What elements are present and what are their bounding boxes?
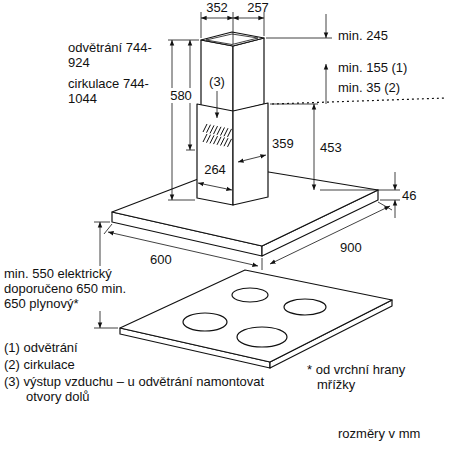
lower-chimney [197, 103, 268, 205]
dimension-label: 900 [340, 240, 362, 255]
dimension-label: min. 35 (2) [338, 80, 400, 95]
dimension-label: 264 [204, 162, 226, 177]
dimension-label: 600 [150, 252, 172, 267]
legend-note: (1) odvětrání [4, 340, 226, 355]
footnote: * od vrchní hrany mřížky [307, 362, 447, 392]
dimension-label: min. 245 [338, 28, 388, 43]
grille-slot [207, 135, 211, 143]
grille-slot [228, 129, 232, 137]
grille-slot [221, 138, 225, 146]
grille-slot [224, 128, 228, 136]
air-outlet-grille [203, 124, 232, 147]
legend-note: (3) výstup vzduchu – u odvětrání namonto… [4, 374, 278, 404]
dimension-label: 257 [247, 0, 269, 15]
units-note: rozměry v mm [338, 426, 420, 441]
grille-slot [217, 127, 221, 135]
ceiling-line [272, 98, 446, 104]
dimension-label: min. 155 (1) [338, 60, 407, 75]
grille-slot [214, 136, 218, 144]
dimension-label: 352 [206, 0, 228, 15]
grille-slot [203, 124, 207, 132]
grille-slot [214, 126, 218, 134]
grille-slot [207, 125, 211, 133]
grille-slot [210, 125, 214, 133]
legend-note: (2) cirkulace [4, 357, 226, 372]
dimension-label: 359 [272, 136, 294, 151]
grille-slot [224, 138, 228, 146]
grille-slot [203, 134, 207, 142]
callout-number: (3) [209, 74, 225, 89]
clearance-note: min. 550 elektrický doporučeno 650 min. … [4, 266, 132, 311]
dimension-label: 46 [402, 188, 416, 203]
hob [120, 270, 392, 368]
grille-slot [221, 128, 225, 136]
upper-chimney [201, 32, 264, 112]
dimension-lines [94, 12, 400, 328]
grille-slot [217, 137, 221, 145]
dimension-label: odvětrání 744-924 [68, 40, 158, 70]
dimension-label: cirkulace 744-1044 [68, 76, 158, 106]
dimension-label: 580 [170, 88, 192, 103]
grille-slot [210, 135, 214, 143]
grille-slot [228, 139, 232, 147]
dimension-label: 453 [320, 140, 342, 155]
